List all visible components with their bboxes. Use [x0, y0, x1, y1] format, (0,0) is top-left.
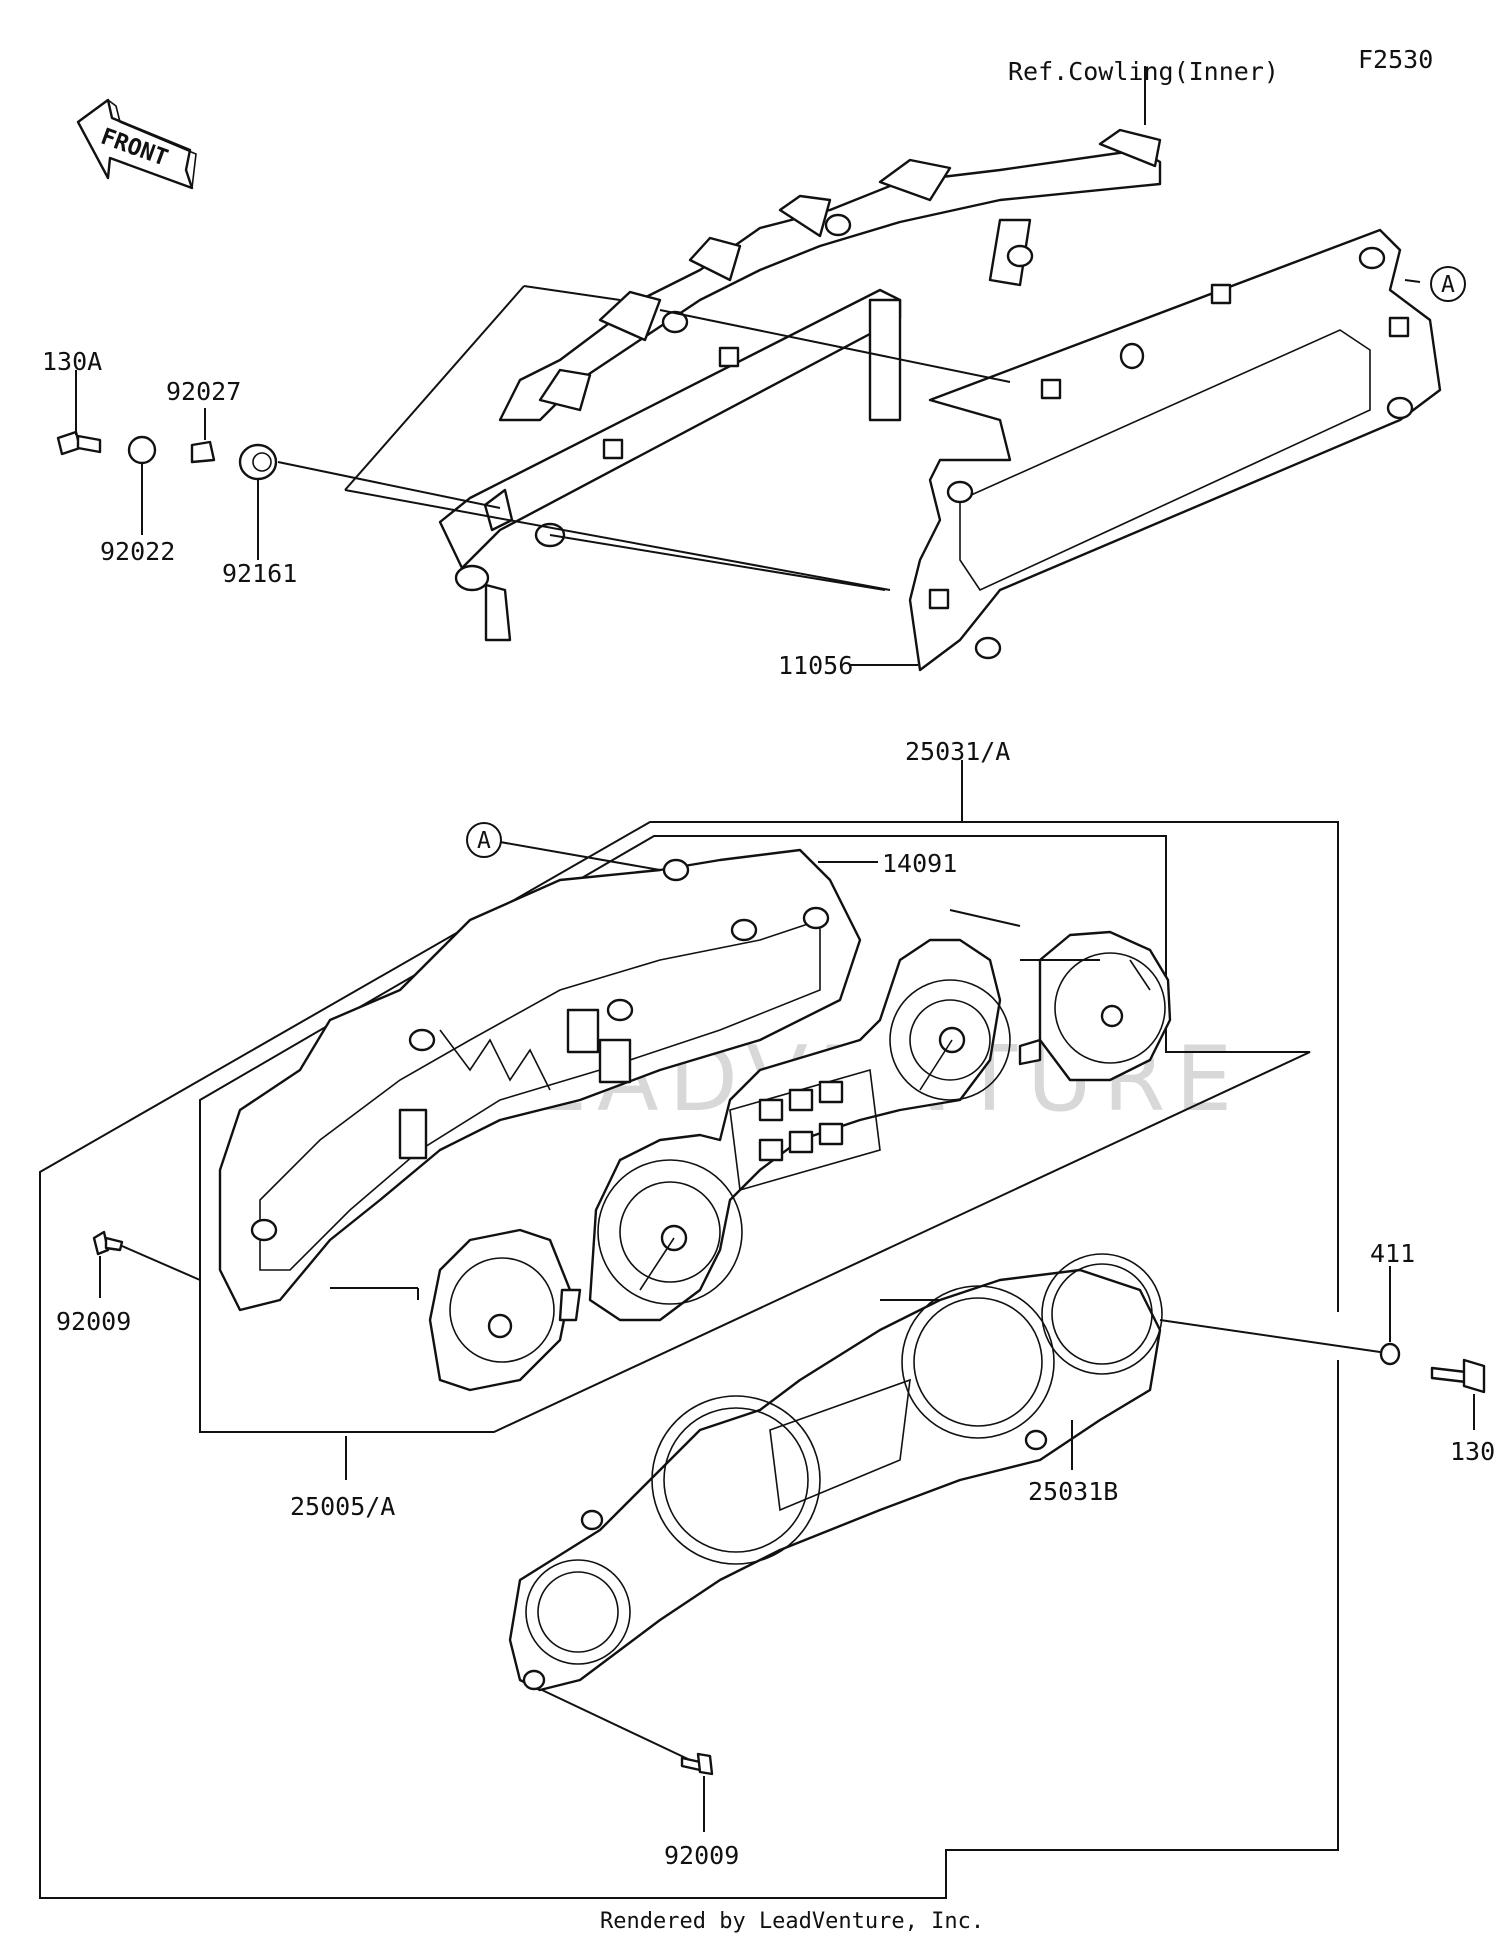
- ref-a-top-marker: A: [1430, 266, 1466, 302]
- label-92161: 92161: [222, 559, 297, 588]
- cowling-frame-bracket: [438, 128, 1162, 642]
- label-11056: 11056: [778, 651, 853, 680]
- label-92022: 92022: [100, 537, 175, 566]
- hardware-92022-washer: [127, 435, 157, 465]
- outline-25031a: [39, 785, 1339, 1899]
- outline-25005a: [199, 835, 1311, 1433]
- label-25005a: 25005/A: [290, 1492, 395, 1521]
- label-411: 411: [1370, 1239, 1415, 1268]
- front-arrow-icon: FRONT: [76, 98, 197, 190]
- footer-credit: Rendered by LeadVenture, Inc.: [600, 1909, 984, 1934]
- instrument-cluster-meters: [588, 938, 1011, 1322]
- label-ref-cowling-inner: Ref.Cowling(Inner): [1008, 57, 1279, 86]
- label-25031a: 25031/A: [905, 737, 1010, 766]
- label-92009-left: 92009: [56, 1307, 131, 1336]
- hardware-92161-grommet: [238, 443, 278, 481]
- label-92027: 92027: [166, 377, 241, 406]
- hardware-92009-left-screw: [92, 1230, 124, 1256]
- part-14091-housing: [218, 848, 862, 1312]
- hardware-411-washer: [1379, 1342, 1401, 1366]
- hardware-92009-bottom-screw: [680, 1752, 714, 1776]
- label-92009-bottom: 92009: [664, 1841, 739, 1870]
- svg-text:A: A: [1441, 272, 1455, 298]
- label-25031b: 25031B: [1028, 1477, 1118, 1506]
- part-25031b-bezel: [508, 1253, 1163, 1692]
- gauge-small-right: [1018, 930, 1172, 1082]
- label-130: 130: [1450, 1437, 1495, 1466]
- figure-code: F2530: [1358, 45, 1433, 74]
- label-130a: 130A: [42, 347, 102, 376]
- svg-text:A: A: [477, 828, 491, 854]
- ref-a-mid-marker: A: [466, 822, 502, 858]
- hardware-130-bolt: [1430, 1358, 1486, 1394]
- part-11056-panel: [908, 228, 1442, 672]
- hardware-130a-bolt: [56, 430, 102, 456]
- gauge-small-left: [428, 1228, 582, 1392]
- label-14091: 14091: [882, 849, 957, 878]
- hardware-92027-collar: [190, 440, 216, 464]
